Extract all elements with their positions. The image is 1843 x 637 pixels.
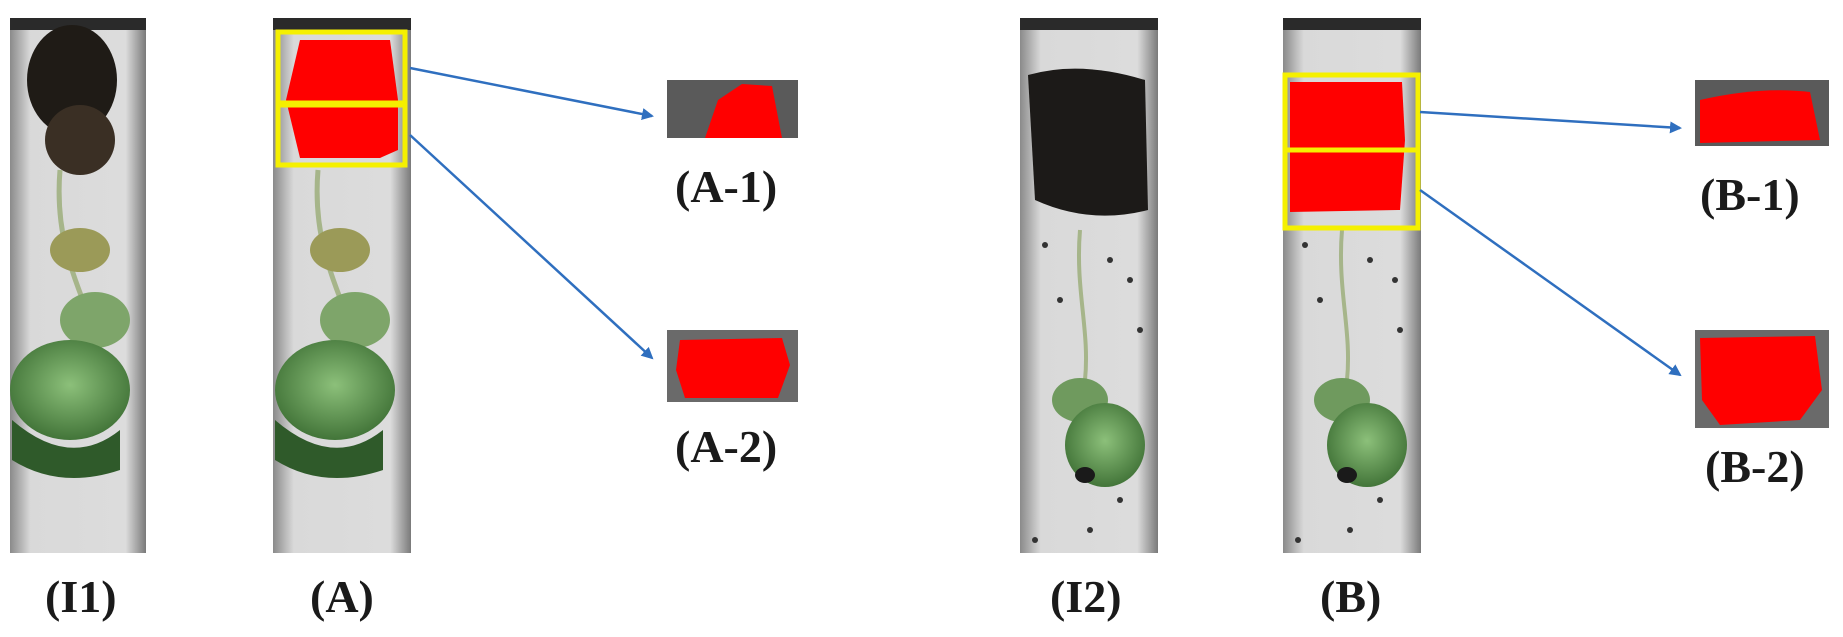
highlight-box-a2 — [275, 102, 408, 168]
crop-b2 — [1695, 330, 1829, 428]
image-i1 — [10, 18, 146, 553]
label-i2: (I2) — [1050, 571, 1122, 622]
label-i1: (I1) — [45, 571, 117, 622]
label-b1: (B-1) — [1700, 169, 1800, 220]
arrow-a2 — [409, 134, 654, 360]
label-a: (A) — [310, 571, 374, 622]
label-a1: (A-1) — [675, 161, 778, 212]
image-i2 — [1020, 18, 1158, 553]
image-a — [273, 18, 411, 553]
label-b: (B) — [1320, 571, 1382, 622]
arrow-b1 — [1419, 110, 1682, 134]
arrow-b2 — [1419, 188, 1682, 377]
highlight-box-b2 — [1282, 147, 1421, 231]
mask-b — [1290, 82, 1405, 212]
crop-a1 — [667, 80, 798, 138]
crop-b1 — [1695, 80, 1829, 146]
mask-a — [286, 40, 398, 158]
crop-a2 — [667, 330, 798, 402]
arrow-a1 — [409, 66, 654, 120]
label-b2: (B-2) — [1705, 441, 1805, 492]
image-b — [1282, 18, 1421, 553]
label-a2: (A-2) — [675, 421, 778, 472]
